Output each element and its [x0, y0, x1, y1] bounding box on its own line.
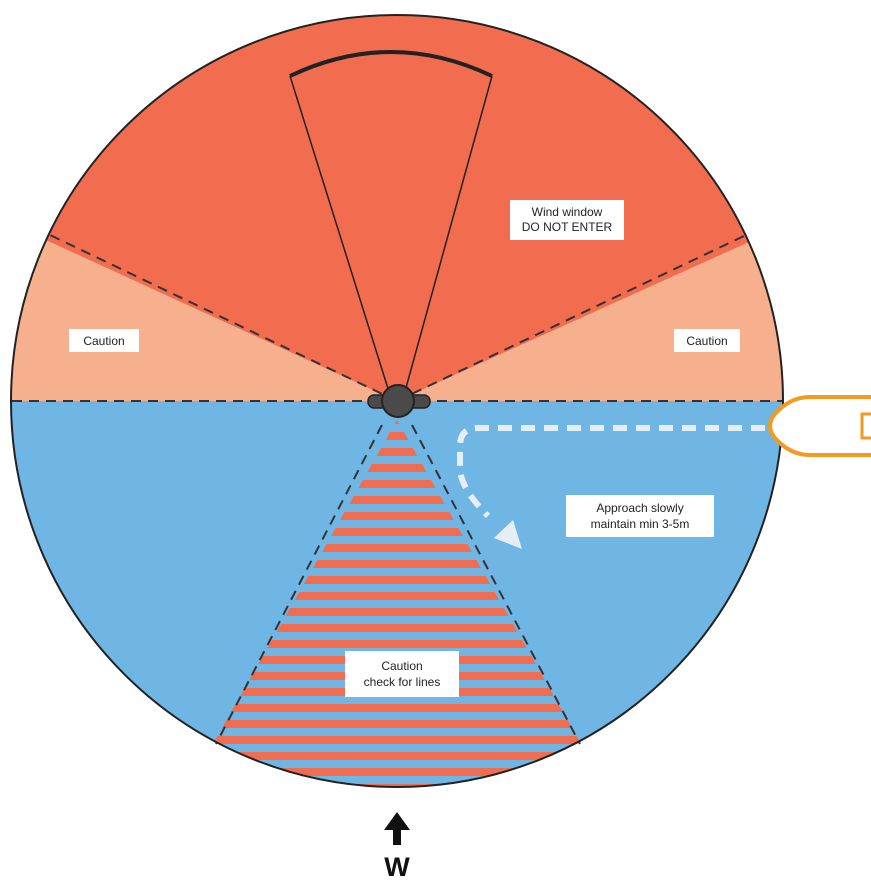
approach-label-line2: maintain min 3-5m — [591, 517, 690, 531]
approach-path-arrow — [457, 425, 765, 549]
zone-boundaries — [12, 234, 782, 745]
caution-left-label-text: Caution — [83, 334, 124, 348]
lines-caution-wedge — [196, 420, 600, 780]
approach-label-line1: Approach slowly — [596, 501, 683, 515]
lines-caution-label-line2: check for lines — [364, 675, 441, 689]
wind-window-zone — [11, 15, 783, 401]
boundary-lines-right — [411, 424, 581, 745]
wind-window-label-line2: DO NOT ENTER — [522, 220, 613, 234]
balloon-basket-icon — [367, 384, 431, 418]
wind-direction-label: W — [384, 852, 410, 881]
wind-window-label-line1: Wind window — [532, 205, 603, 219]
wind-window-label: Wind window DO NOT ENTER — [510, 200, 624, 240]
caution-right-label-text: Caution — [686, 334, 727, 348]
up-arrow-icon — [384, 812, 410, 845]
boundary-lines-left — [215, 424, 383, 745]
approach-arrow-head — [494, 520, 522, 549]
boundary-left-caution — [49, 234, 398, 402]
lines-caution-label-line1: Caution — [381, 659, 422, 673]
approach-label: Approach slowly maintain min 3-5m — [566, 495, 714, 537]
boundary-right-caution — [396, 234, 747, 402]
downwind-sector — [289, 50, 493, 396]
downwind-arc — [289, 50, 493, 78]
boat-hull-icon — [768, 395, 871, 457]
zone-circle-outline — [10, 14, 784, 788]
caution-left-label: Caution — [69, 329, 139, 352]
wind-indicator: W — [384, 812, 410, 881]
lines-caution-label: Caution check for lines — [345, 651, 459, 697]
caution-right-label: Caution — [674, 329, 740, 352]
